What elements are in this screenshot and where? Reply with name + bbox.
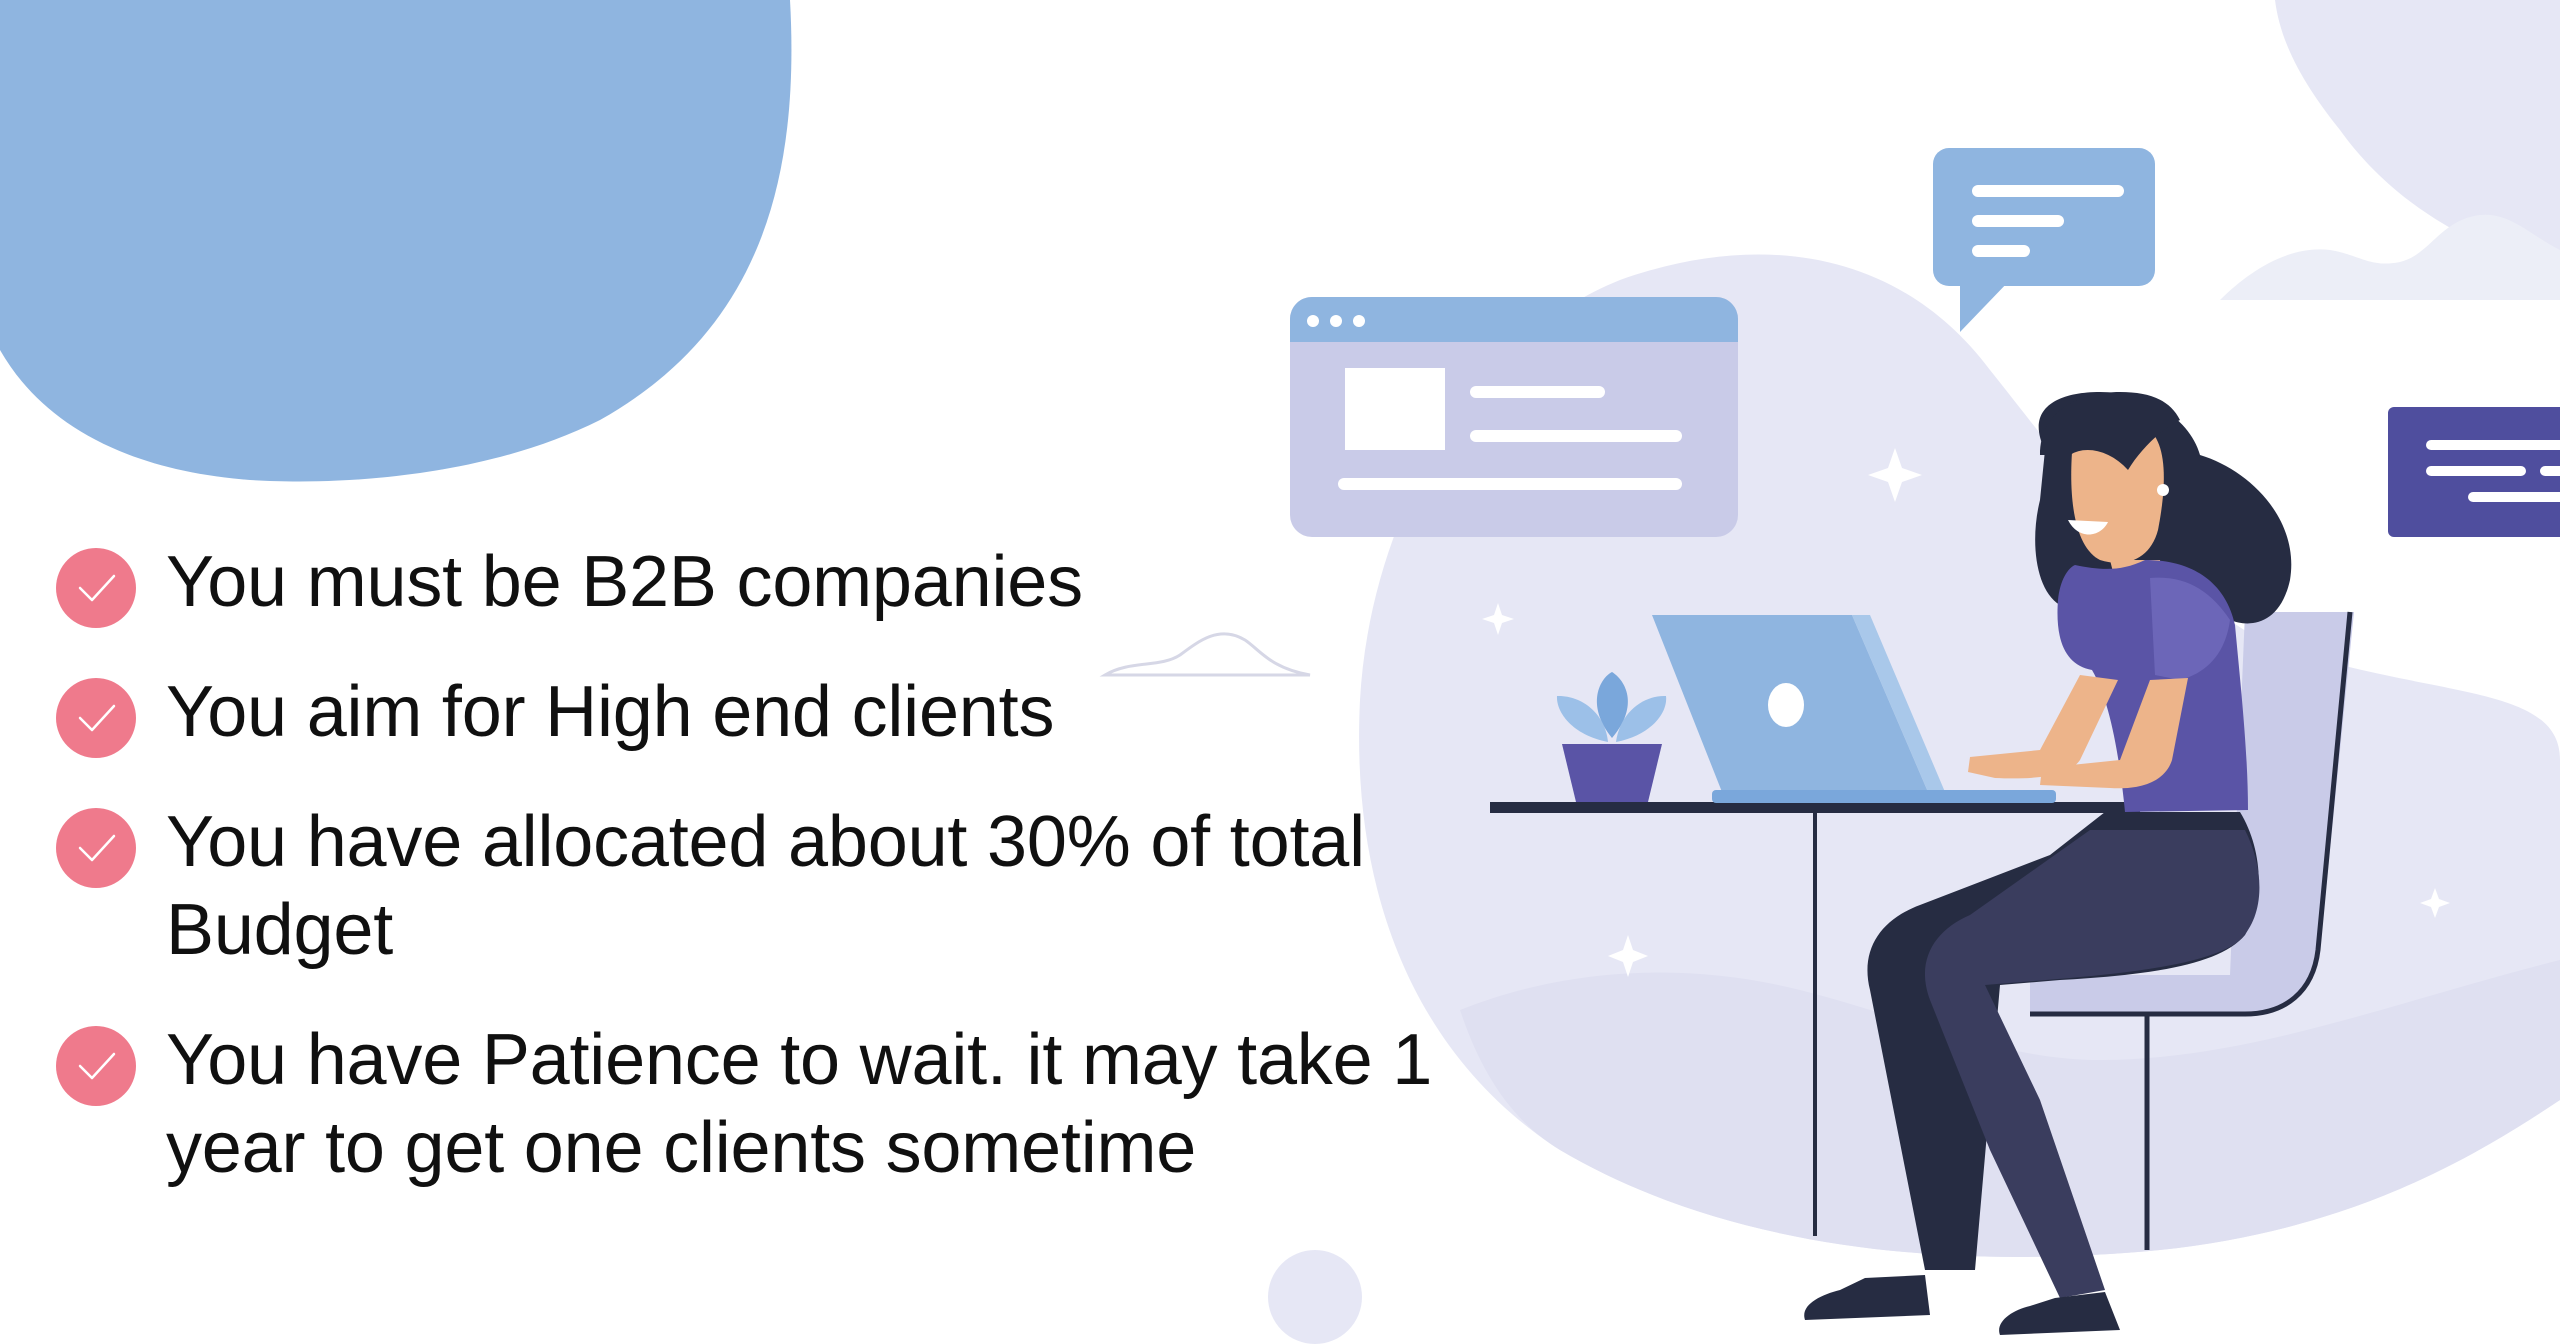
- blue-blob: [0, 0, 792, 482]
- list-item-text: You must be B2B companies: [166, 542, 1083, 622]
- check-icon: [56, 1026, 136, 1106]
- browser-window-graphic: [1290, 297, 1738, 537]
- person-illustration: [1804, 392, 2292, 1335]
- check-icon: [56, 548, 136, 628]
- desk-graphic: [1490, 802, 2140, 1236]
- cloud-right: [2220, 214, 2560, 300]
- sparkle-icon: [1482, 603, 1514, 635]
- list-item: You have Patience to wait. it may take 1…: [56, 1016, 1516, 1192]
- lavender-blob-top-right: [2275, 0, 2560, 270]
- list-item: You have allocated about 30% of total Bu…: [56, 798, 1516, 974]
- list-item-text: You aim for High end clients: [166, 672, 1055, 752]
- sparkle-icon: [1608, 935, 1648, 977]
- plant-icon: [1556, 672, 1667, 802]
- laptop-graphic: [1652, 615, 2056, 803]
- list-item: You must be B2B companies: [56, 538, 1516, 628]
- list-item-text: You have allocated about 30% of total Bu…: [166, 802, 1365, 970]
- cloud-outline-left: [1099, 632, 1311, 677]
- chair-graphic: [2030, 611, 2354, 1250]
- check-icon: [56, 808, 136, 888]
- sparkle-icon: [1868, 448, 1922, 502]
- list-item: You aim for High end clients: [56, 668, 1516, 758]
- requirements-checklist: You must be B2B companies You aim for Hi…: [56, 538, 1516, 1234]
- check-icon: [56, 678, 136, 758]
- message-card-graphic: [2388, 407, 2560, 537]
- list-item-text: You have Patience to wait. it may take 1…: [166, 1020, 1433, 1188]
- speech-bubble-icon: [1933, 148, 2155, 332]
- small-circle: [1268, 1250, 1362, 1344]
- sparkle-icon: [2420, 888, 2450, 918]
